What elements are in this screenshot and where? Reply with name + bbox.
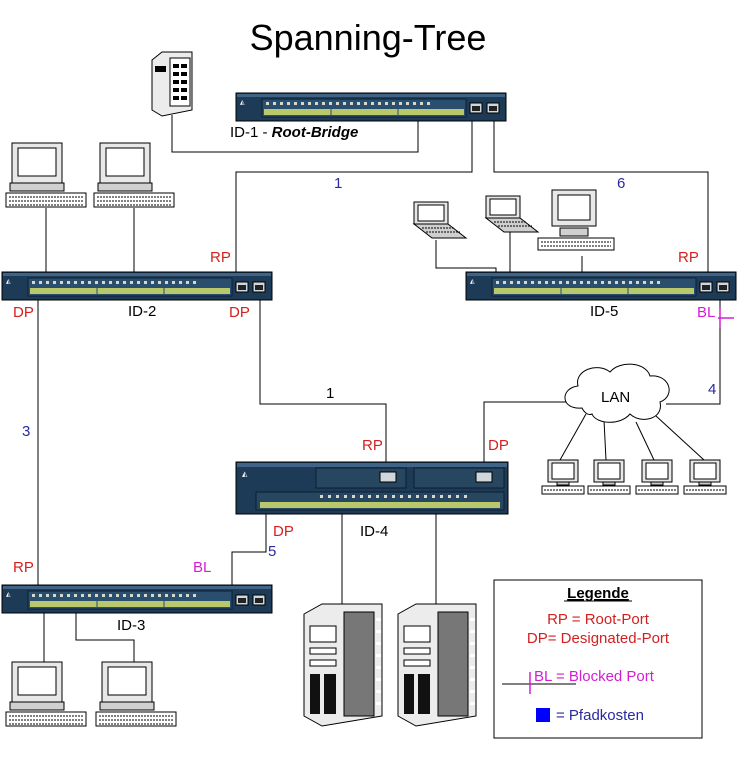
port-label-id2-rp: RP	[210, 249, 231, 266]
legend-dp: DP= Designated-Port	[527, 630, 670, 647]
port-label-id5-rp: RP	[678, 249, 699, 266]
path-cost-id1-id5: 6	[617, 175, 625, 192]
workstation-icon	[683, 459, 727, 495]
path-cost-id2-id4: 1	[326, 385, 334, 402]
port-label-id3-rp: RP	[13, 559, 34, 576]
svg-text:◭: ◭	[242, 471, 248, 478]
workstation-icon	[587, 459, 631, 495]
port-label-id5-bl: BL	[697, 304, 715, 321]
path-cost-id2-id3: 3	[22, 423, 30, 440]
switch-id5	[465, 271, 737, 301]
desktop-pc-icon	[93, 142, 175, 208]
switch-id2-label: ID-2	[128, 303, 156, 320]
desktop-pc-icon	[5, 661, 87, 727]
switch-id2	[1, 271, 273, 301]
port-label-id4-dp-bottom: DP	[273, 523, 294, 540]
switch-id4: ◭	[235, 461, 509, 515]
switch-id4-label: ID-4	[360, 523, 388, 540]
legend-rp: RP = Root-Port	[547, 611, 650, 628]
port-label-id2-dp-right: DP	[229, 304, 250, 321]
legend-title: Legende	[567, 585, 629, 602]
workstation-icon	[541, 459, 585, 495]
port-label-id4-dp-top: DP	[488, 437, 509, 454]
port-label-id3-bl: BL	[193, 559, 211, 576]
port-label-id2-dp-left: DP	[13, 304, 34, 321]
switch-id1	[235, 92, 507, 122]
legend-cost-square	[536, 708, 550, 722]
path-cost-id4-id3: 5	[268, 543, 276, 560]
legend-cost: = Pfadkosten	[556, 707, 644, 724]
desktop-pc-icon	[5, 142, 87, 208]
server-tower-icon	[397, 603, 477, 727]
server-icon	[151, 51, 193, 117]
port-label-id4-rp: RP	[362, 437, 383, 454]
switch-id3	[1, 584, 273, 614]
workstation-icon	[635, 459, 679, 495]
lan-label: LAN	[601, 389, 630, 406]
switch-id5-label: ID-5	[590, 303, 618, 320]
desktop-pc-icon	[537, 189, 615, 251]
path-cost-id1-id2: 1	[334, 175, 342, 192]
legend: Legende RP = Root-Port DP= Designated-Po…	[493, 579, 703, 739]
path-cost-lan-id5: 4	[708, 381, 716, 398]
cables	[37, 115, 734, 664]
lan-cloud-icon	[564, 363, 670, 423]
diagram-title: Spanning-Tree	[250, 17, 487, 58]
desktop-pc-icon	[95, 661, 177, 727]
server-tower-icon	[303, 603, 383, 727]
switch-id1-label: ID-1 - Root-Bridge	[230, 124, 358, 141]
legend-bl: BL = Blocked Port	[534, 668, 655, 685]
switch-id3-label: ID-3	[117, 617, 145, 634]
laptop-icon	[485, 195, 539, 233]
laptop-icon	[413, 201, 467, 239]
